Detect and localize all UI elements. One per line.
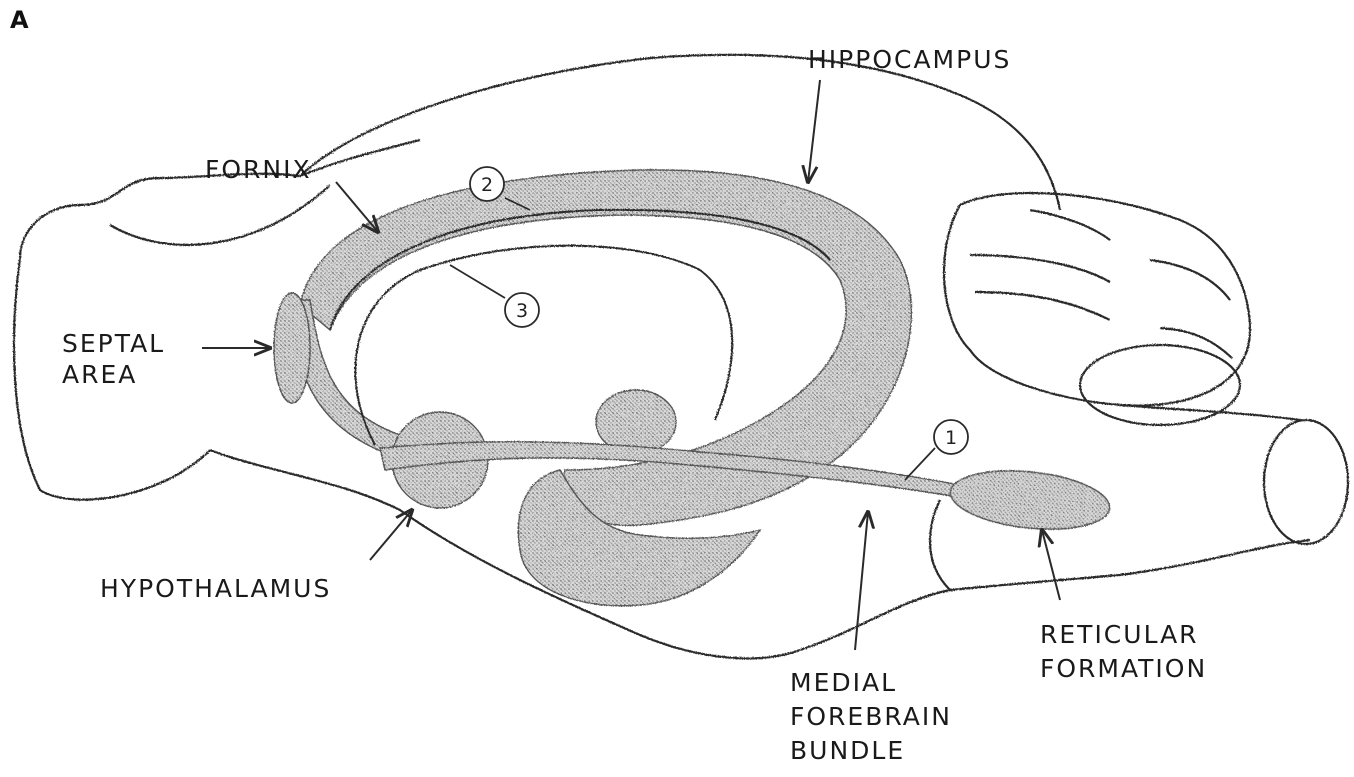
- cerebellum-inner-ring: [1080, 345, 1240, 425]
- label-reticular-line-1: RETICULAR: [1040, 618, 1207, 652]
- pathway-marker-3-text: 3: [516, 300, 528, 322]
- pathway-marker-2-text: 2: [481, 174, 493, 196]
- hippocampus-arrow: [808, 80, 820, 182]
- label-fornix: FORNIX: [205, 154, 312, 185]
- cerebrum-inner-fold: [110, 185, 330, 245]
- spinal-cord-end: [1264, 420, 1348, 544]
- panel-letter: A: [10, 6, 29, 34]
- reticular-formation-arrow: [1042, 530, 1060, 600]
- label-mfb-line-2: FOREBRAIN: [790, 700, 952, 734]
- label-mfb-line-3: BUNDLE: [790, 734, 952, 768]
- label-hippocampus: HIPPOCAMPUS: [808, 44, 1011, 75]
- label-mfb-line-1: MEDIAL: [790, 666, 952, 700]
- label-septal-area: SEPTAL AREA: [62, 328, 165, 390]
- hypothalamus-arrow: [370, 510, 412, 560]
- cerebellum-outline: [944, 193, 1250, 406]
- limbic-structures: [274, 170, 1112, 606]
- reticular-formation-blob: [948, 464, 1113, 536]
- pathway-marker-1-text: 1: [945, 427, 957, 449]
- label-hypothalamus: HYPOTHALAMUS: [100, 573, 331, 604]
- label-septal-area-line-1: SEPTAL: [62, 328, 165, 359]
- cerebrum-outline: [20, 55, 1060, 258]
- label-septal-area-line-2: AREA: [62, 359, 165, 390]
- label-reticular-formation: RETICULAR FORMATION: [1040, 618, 1207, 686]
- label-medial-forebrain-bundle: MEDIAL FOREBRAIN BUNDLE: [790, 666, 952, 768]
- label-reticular-line-2: FORMATION: [1040, 652, 1207, 686]
- mfb-arrow: [855, 512, 868, 650]
- inner-arc-outline: [300, 140, 420, 176]
- fornix-arrow: [336, 182, 378, 232]
- septal-area-blob: [274, 293, 310, 403]
